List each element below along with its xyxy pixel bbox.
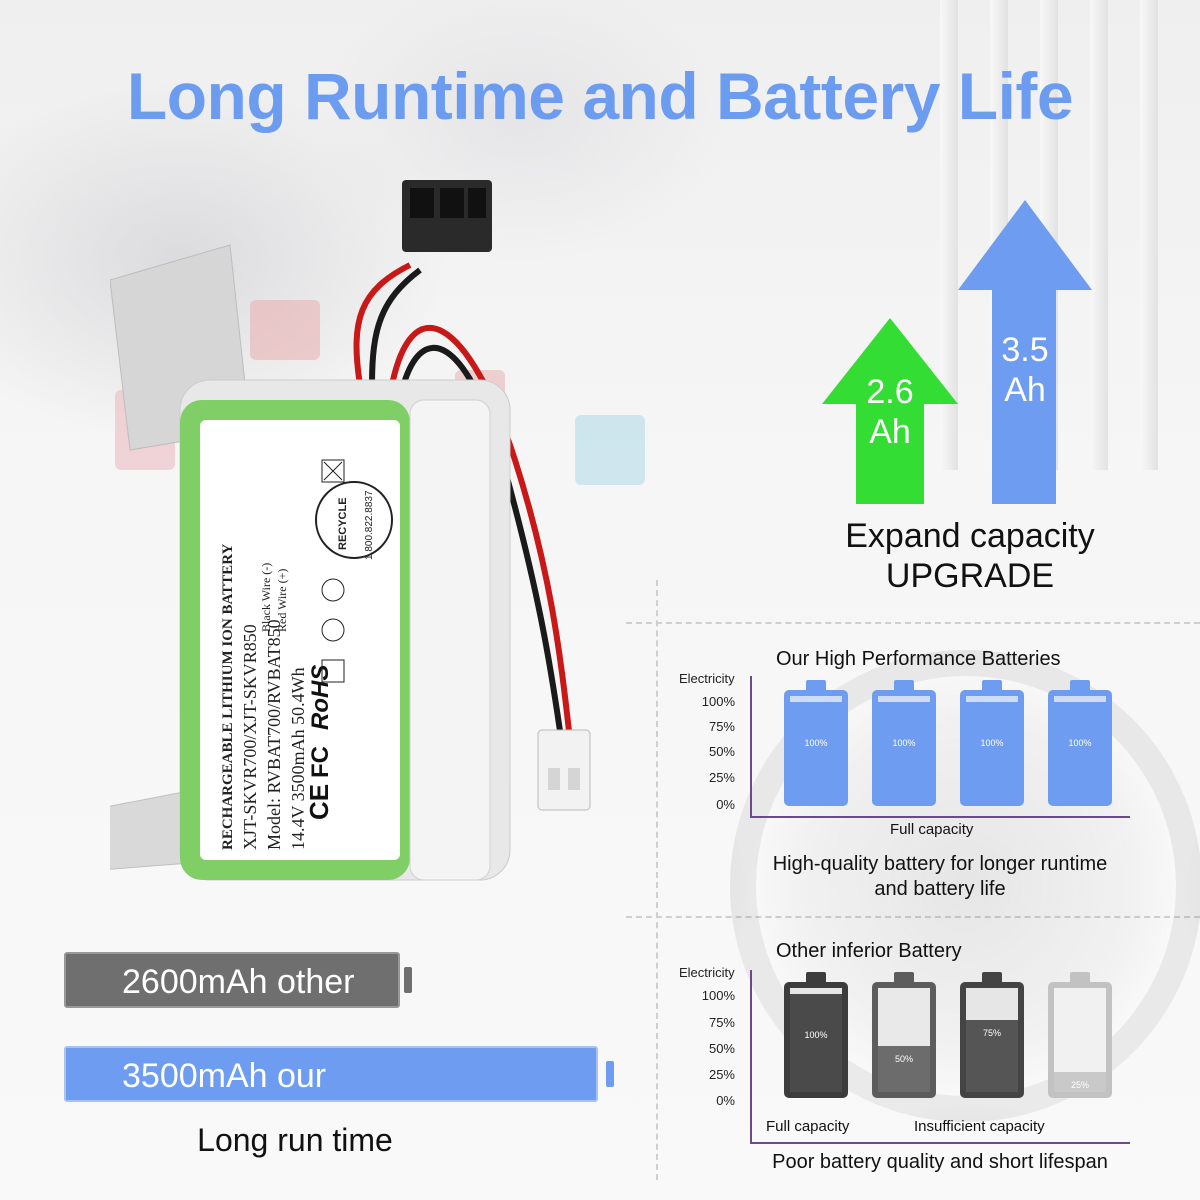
crib-rail bbox=[940, 0, 958, 470]
inferior-y-axis bbox=[750, 970, 752, 1142]
new-capacity-unit: Ah bbox=[1004, 371, 1046, 409]
high-summary-line-2: and battery life bbox=[874, 878, 1006, 900]
battery-level-icon: 100% bbox=[784, 680, 848, 806]
battery-terminal bbox=[982, 680, 1002, 692]
axis-tick-label: 100% bbox=[701, 988, 735, 1003]
other-bar-tip bbox=[404, 967, 412, 993]
capacity-arrow-old bbox=[822, 318, 958, 504]
label-line-3: Model: RVBAT700/RVBAT850 bbox=[264, 619, 284, 850]
small-connector bbox=[537, 729, 591, 811]
battery-level-icon: 50% bbox=[872, 972, 936, 1098]
battery-level-icon: 100% bbox=[872, 680, 936, 806]
battery-charge-fill bbox=[966, 1020, 1018, 1092]
battery-terminal bbox=[806, 680, 826, 692]
battery-level-icon: 100% bbox=[960, 680, 1024, 806]
battery-percent-label: 25% bbox=[1070, 1080, 1089, 1090]
battery-percent-label: 100% bbox=[892, 738, 916, 748]
upgrade-line-2: UPGRADE bbox=[885, 557, 1055, 595]
battery-level-icon: 100% bbox=[784, 972, 848, 1098]
axis-tick-label: 75% bbox=[708, 719, 735, 734]
axis-tick-label: 0% bbox=[716, 1093, 735, 1108]
axis-tick-label: 25% bbox=[708, 770, 735, 785]
high-y-axis bbox=[750, 676, 752, 816]
battery-percent-label: 100% bbox=[804, 738, 828, 748]
other-capacity-bar: 2600mAh other bbox=[64, 952, 400, 1008]
inferior-caption-insufficient: Insufficient capacity bbox=[914, 1118, 1045, 1135]
battery-charge-fill bbox=[790, 702, 842, 800]
manual-icon bbox=[321, 659, 345, 683]
battery-level-icon: 75% bbox=[960, 972, 1024, 1098]
upgrade-line-1: Expand capacity bbox=[845, 517, 1095, 555]
inferior-panel-title: Other inferior Battery bbox=[776, 940, 962, 962]
long-run-caption: Long run time bbox=[197, 1122, 393, 1158]
page-title: Long Runtime and Battery Life bbox=[126, 59, 1074, 133]
battery-charge-fill bbox=[878, 702, 930, 800]
toy-block bbox=[575, 415, 645, 485]
label-line-2: XJT-SKVR700/XJT-SKVR850 bbox=[240, 624, 260, 850]
battery-percent-label: 50% bbox=[894, 1054, 913, 1064]
our-bar-tip bbox=[606, 1061, 614, 1087]
capacity-arrow-new bbox=[958, 200, 1092, 504]
svg-text:1.800.822.8837: 1.800.822.8837 bbox=[364, 490, 375, 560]
battery-level-icon: 25% bbox=[1048, 972, 1112, 1098]
label-red-wire: Red Wire (+) bbox=[275, 569, 289, 632]
our-capacity-bar: 3500mAh our bbox=[64, 1046, 598, 1102]
crib-rail bbox=[1140, 0, 1158, 470]
high-axis-title: Electricity bbox=[679, 671, 735, 686]
axis-tick-label: 25% bbox=[708, 1067, 735, 1082]
old-capacity-unit: Ah bbox=[869, 413, 911, 451]
old-capacity-value: 2.6 bbox=[866, 373, 914, 411]
high-panel-title: Our High Performance Batteries bbox=[776, 648, 1061, 670]
battery-charge-fill bbox=[1054, 702, 1106, 800]
battery-terminal bbox=[894, 972, 914, 984]
rohs-mark: RoHS bbox=[307, 665, 334, 730]
high-x-axis bbox=[750, 816, 1130, 818]
battery-terminal bbox=[982, 972, 1002, 984]
inferior-summary: Poor battery quality and short lifespan bbox=[772, 1151, 1108, 1173]
inferior-caption-full: Full capacity bbox=[766, 1118, 850, 1135]
battery-terminal bbox=[806, 972, 826, 984]
axis-tick-label: 0% bbox=[716, 797, 735, 812]
battery-terminal bbox=[1070, 972, 1090, 984]
axis-tick-label: 75% bbox=[708, 1015, 735, 1030]
axis-tick-label: 50% bbox=[708, 1041, 735, 1056]
recycle-seal: RECYCLE 1.800.822.8837 bbox=[315, 481, 393, 560]
battery-charge-fill bbox=[1054, 1072, 1106, 1092]
battery-charge-fill bbox=[878, 1046, 930, 1092]
no-fire-icon bbox=[321, 618, 345, 642]
battery-terminal bbox=[1070, 680, 1090, 692]
battery-charge-fill bbox=[966, 702, 1018, 800]
battery-percent-label: 100% bbox=[1068, 738, 1092, 748]
crib-rail bbox=[1090, 0, 1108, 470]
high-caption: Full capacity bbox=[890, 821, 974, 838]
label-line-1: RECHARGEABLE LITHIUM ION BATTERY bbox=[220, 544, 236, 850]
battery-terminal bbox=[894, 680, 914, 692]
inferior-x-axis bbox=[750, 1142, 1130, 1144]
battery-level-icon: 100% bbox=[1048, 680, 1112, 806]
axis-tick-label: 50% bbox=[708, 744, 735, 759]
panel-divider bbox=[626, 622, 1200, 624]
ce-mark: CE bbox=[304, 784, 334, 820]
bin-icon bbox=[321, 459, 345, 483]
label-black-wire: Black Wire (-) bbox=[259, 563, 273, 632]
battery-percent-label: 100% bbox=[980, 738, 1004, 748]
recycle-icon bbox=[321, 578, 345, 602]
battery-pack-image: RECHARGEABLE LITHIUM ION BATTERY XJT-SKV… bbox=[110, 180, 591, 881]
label-line-4: 14.4V 3500mAh 50.4Wh bbox=[288, 667, 308, 850]
fc-mark: FC bbox=[307, 746, 334, 778]
svg-text:RECYCLE: RECYCLE bbox=[337, 497, 349, 550]
inferior-axis-title: Electricity bbox=[679, 965, 735, 980]
battery-percent-label: 100% bbox=[804, 1030, 828, 1040]
new-capacity-value: 3.5 bbox=[1001, 331, 1049, 369]
high-summary-line-1: High-quality battery for longer runtime bbox=[772, 853, 1108, 875]
battery-percent-label: 75% bbox=[982, 1028, 1001, 1038]
panel-divider bbox=[656, 580, 658, 1180]
battery-charge-fill bbox=[790, 994, 842, 1092]
main-connector bbox=[402, 180, 492, 252]
axis-tick-label: 100% bbox=[701, 694, 735, 709]
toy-block bbox=[250, 300, 320, 360]
